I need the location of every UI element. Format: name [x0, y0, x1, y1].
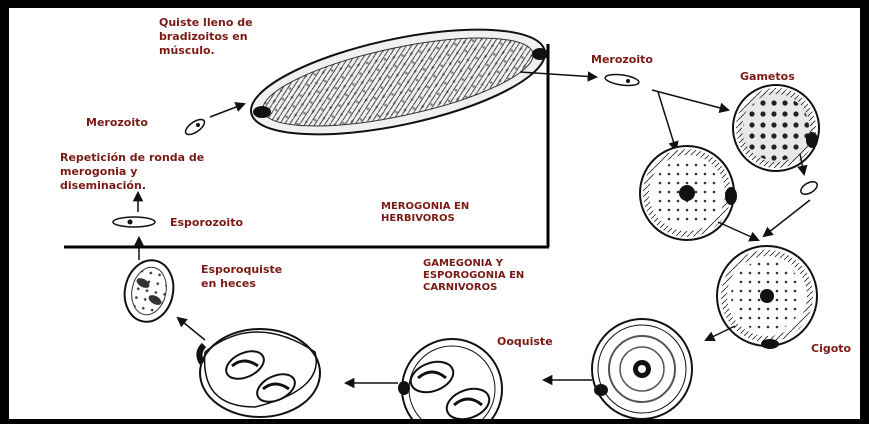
- label-gamegonia-2: ESPOROGONIA EN: [423, 270, 524, 281]
- label-repeticion-3: diseminación.: [60, 179, 146, 192]
- label-gametos: Gametos: [740, 70, 795, 83]
- label-quiste-3: músculo.: [159, 44, 215, 57]
- oocyst-unsporulated-cell: [592, 319, 692, 419]
- shed-oocyst-cell: [199, 329, 320, 417]
- label-esporoquiste-1: Esporoquiste: [201, 263, 282, 276]
- label-merogonia-1: MEROGONIA EN: [381, 201, 469, 212]
- label-cigoto: Cigoto: [811, 342, 852, 355]
- label-repeticion-2: merogonia y: [60, 165, 137, 178]
- label-ooquiste: Ooquiste: [497, 335, 553, 348]
- label-merozoito-left: Merozoito: [86, 116, 148, 129]
- label-quiste-2: bradizoitos en: [159, 30, 248, 43]
- label-quiste-1: Quiste lleno de: [159, 16, 253, 29]
- label-esporoquiste-2: en heces: [201, 277, 256, 290]
- label-repeticion-1: Repetición de ronda de: [60, 151, 204, 164]
- label-merogonia-2: HERBIVOROS: [381, 213, 455, 224]
- label-esporozoito: Esporozoito: [170, 216, 243, 229]
- label-merozoito-right: Merozoito: [591, 53, 653, 66]
- sporozoite-cell: [113, 217, 155, 227]
- gametes-cell: [733, 85, 819, 171]
- label-gamegonia-3: CARNIVOROS: [423, 282, 497, 293]
- label-gamegonia-1: GAMEGONIA Y: [423, 258, 504, 269]
